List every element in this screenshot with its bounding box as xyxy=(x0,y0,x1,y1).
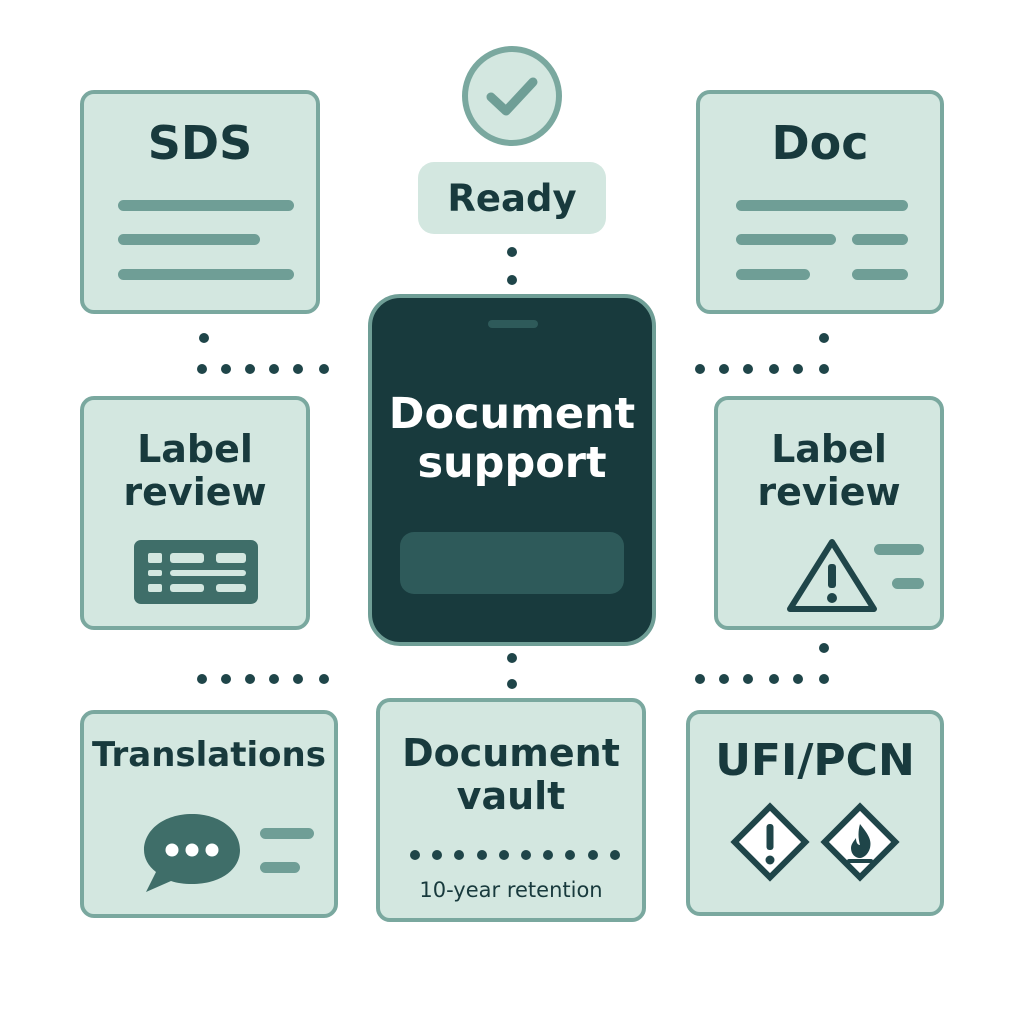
connector-dot xyxy=(245,674,255,684)
exclamation-diamond-icon xyxy=(730,802,810,882)
translations-title: Translations xyxy=(92,735,326,775)
text-line xyxy=(874,544,924,555)
connector-dot xyxy=(221,364,231,374)
text-line xyxy=(852,234,908,245)
connector-dot xyxy=(507,679,517,689)
connector-dot xyxy=(454,850,465,860)
connector-dot xyxy=(793,674,803,684)
connector-dot xyxy=(695,674,705,684)
connector-dot xyxy=(507,653,517,663)
ufi-pcn-title: UFI/PCN xyxy=(715,735,915,786)
text-line xyxy=(736,234,836,245)
connector-dot xyxy=(743,364,753,374)
text-line xyxy=(736,269,810,280)
connector-dot xyxy=(769,364,779,374)
text-line xyxy=(118,200,294,211)
label-review-title: Label review xyxy=(757,427,901,514)
sds-title: SDS xyxy=(147,116,253,170)
connector-dot xyxy=(507,247,517,257)
ufi-pcn-card: UFI/PCN xyxy=(686,710,944,916)
connector-dot xyxy=(319,364,329,374)
form-list-icon xyxy=(134,540,258,604)
doc-title: Doc xyxy=(771,116,869,170)
connector-dot xyxy=(609,850,620,860)
connector-dot xyxy=(587,850,598,860)
connector-dot xyxy=(410,850,420,860)
chat-bubble-icon xyxy=(144,814,240,892)
connector-dot xyxy=(695,364,705,374)
text-line xyxy=(260,862,300,873)
connector-dot xyxy=(432,850,443,860)
connector-dot xyxy=(293,364,303,374)
connector-dot xyxy=(507,275,517,285)
connector-dot xyxy=(199,333,209,343)
connector-dot xyxy=(245,364,255,374)
document-vault-card: Document vault 10-year retention xyxy=(376,698,646,922)
document-support-card: Document support xyxy=(368,294,656,646)
text-line xyxy=(118,234,260,245)
connector-dot xyxy=(543,850,554,860)
connector-dot xyxy=(197,674,207,684)
check-circle-icon xyxy=(462,46,562,146)
connector-dot xyxy=(293,674,303,684)
label-review-title: Label review xyxy=(123,427,267,514)
connector-dot xyxy=(793,364,803,374)
vault-title: Document vault xyxy=(402,731,620,818)
connector-dot xyxy=(769,674,779,684)
label-review-card-left: Label review xyxy=(80,396,310,630)
center-action-bar xyxy=(400,532,624,594)
connector-dot xyxy=(498,850,509,860)
connector-dot xyxy=(719,364,729,374)
connector-dot xyxy=(221,674,231,684)
connector-dot xyxy=(476,850,487,860)
doc-card: Doc xyxy=(696,90,944,314)
connector-dot xyxy=(269,674,279,684)
text-line xyxy=(852,269,908,280)
center-title: Document support xyxy=(388,389,636,488)
status-label: Ready xyxy=(447,176,577,220)
connector-dot xyxy=(819,643,829,653)
connector-dot xyxy=(565,850,576,860)
label-review-card-right: Label review xyxy=(714,396,944,630)
warning-triangle-icon xyxy=(787,539,877,612)
center-notch xyxy=(488,320,538,328)
translations-card: Translations xyxy=(80,710,338,918)
connector-dot xyxy=(819,333,829,343)
flame-diamond-icon xyxy=(820,802,900,882)
vault-dots xyxy=(410,850,620,860)
text-line xyxy=(260,828,314,839)
connector-dot xyxy=(819,674,829,684)
sds-card: SDS xyxy=(80,90,320,314)
status-badge: Ready xyxy=(418,162,606,234)
connector-dot xyxy=(719,674,729,684)
connector-dot xyxy=(743,674,753,684)
connector-dot xyxy=(819,364,829,374)
text-line xyxy=(736,200,908,211)
text-line xyxy=(892,578,924,589)
retention-caption: 10-year retention xyxy=(419,878,603,902)
connector-dot xyxy=(197,364,207,374)
connector-dot xyxy=(319,674,329,684)
connector-dot xyxy=(269,364,279,374)
connector-dot xyxy=(521,850,531,860)
text-line xyxy=(118,269,294,280)
